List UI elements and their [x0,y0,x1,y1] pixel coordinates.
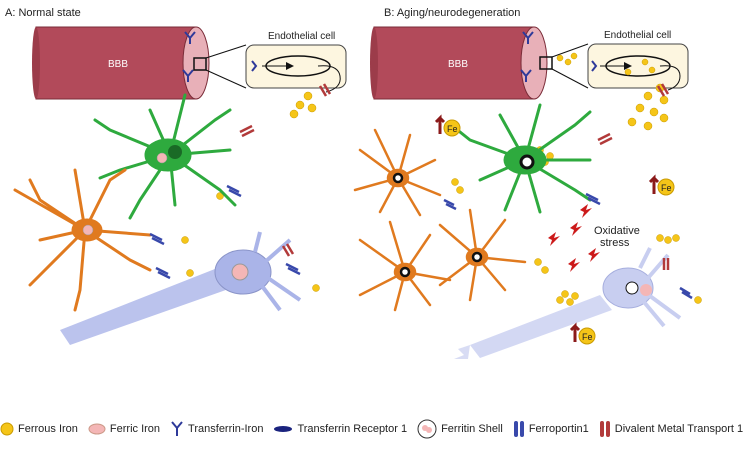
legend-label: Ferrous Iron [18,423,78,435]
legend: Ferrous Iron Ferric Iron Transferrin-Iro… [0,414,745,444]
oligodendrocyte-b3 [438,208,527,302]
ferritin-shell-icon [417,419,437,439]
legend-label: Transferrin Receptor 1 [297,423,408,435]
ferrous-iron-cluster-b [451,52,702,306]
legend-item-dmt1: Divalent Metal Transport 1 [599,420,743,438]
fe-label-1: Fe [447,124,458,134]
legend-label: Transferrin-Iron [188,423,264,435]
bbb-label-a: BBB [108,59,128,70]
ferric-iron-icon [88,423,106,435]
ferroportin-icon [149,184,301,280]
oxidative-label: Oxidative [594,225,640,237]
legend-item-transferrin-iron: Transferrin-Iron [170,421,263,437]
fe-increase-3: Fe [569,322,596,345]
legend-label: Ferric Iron [109,423,161,435]
endothelial-label-b: Endothelial cell [604,30,671,41]
stress-label: stress [600,237,630,249]
bbb-vessel-a [32,26,210,100]
ferroportin-icon [513,421,524,437]
endothelial-label-a: Endothelial cell [268,31,335,42]
dmt1-icon [599,421,610,437]
legend-item-transferrin-receptor: Transferrin Receptor 1 [273,423,407,435]
astrocyte-b [453,103,592,214]
bbb-vessel-b [370,26,548,100]
astrocyte-a [93,93,237,220]
legend-item-ferrous-iron: Ferrous Iron [0,422,78,436]
panel-b-title: B: Aging/neurodegeneration [384,7,520,19]
transferrin-iron-icon [182,31,196,82]
legend-item-ferritin-shell: Ferritin Shell [417,419,503,439]
transferrin-receptor-icon [274,426,293,432]
legend-item-ferroportin: Ferroportin1 [513,420,589,438]
panel-a-title: A: Normal state [5,7,81,19]
neuron-b [454,247,682,359]
fe-increase-1: Fe [434,114,461,137]
ferrous-iron-cluster-a [181,91,320,292]
bbb-label-b: BBB [448,59,468,70]
legend-label: Divalent Metal Transport 1 [614,423,744,435]
ferrous-iron-icon [0,422,14,436]
fe-label-3: Fe [582,332,593,342]
oligodendrocyte-b2 [358,220,452,312]
legend-label: Ferroportin1 [528,423,589,435]
oligodendrocyte-b1 [353,128,442,217]
legend-item-ferric-iron: Ferric Iron [88,422,160,436]
neuron-a [60,231,302,345]
oligodendrocyte-a [13,168,152,312]
oxidative-stress-bolts [548,204,600,272]
transferrin-iron-icon [171,421,183,436]
endothelial-inset-a [193,44,347,93]
legend-label: Ferritin Shell [441,423,503,435]
fe-increase-2: Fe [648,174,675,196]
dmt1-icon [597,83,670,270]
transferrin-iron-icon [520,31,534,82]
dmt1-icon [239,83,332,257]
endothelial-inset-b [539,43,689,91]
ferroportin-icon [443,192,693,300]
fe-label-2: Fe [661,183,672,193]
